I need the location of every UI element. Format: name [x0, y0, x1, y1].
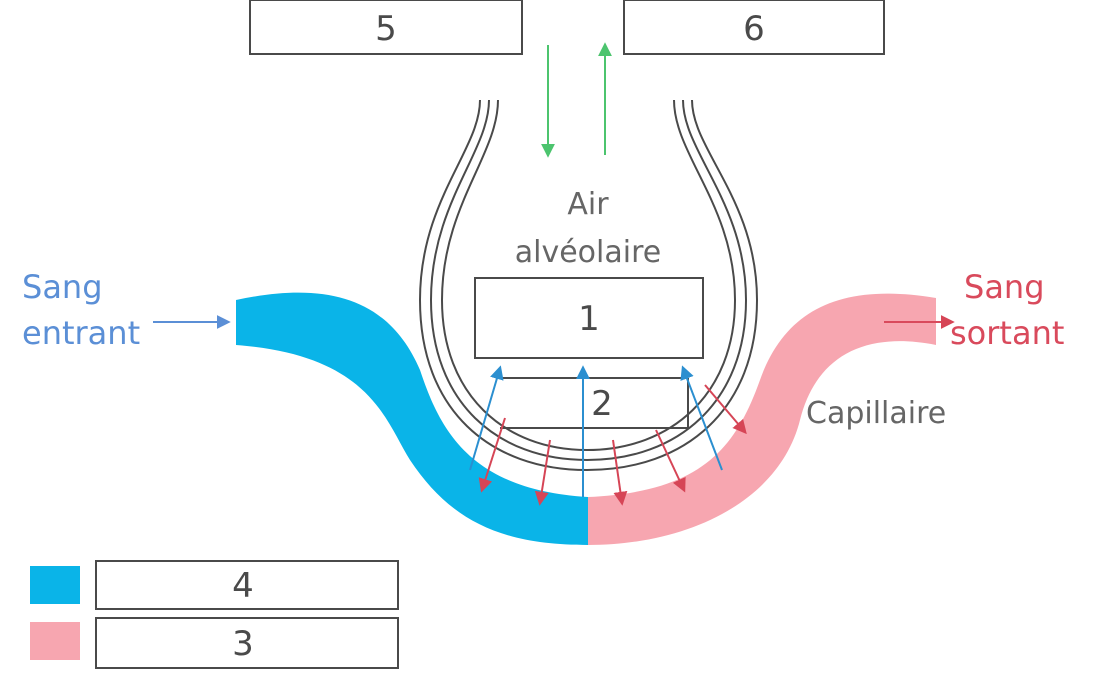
capillaire-label: Capillaire [806, 396, 946, 431]
sang-sortant-line1: Sang [964, 268, 1045, 306]
blue-arrows [469, 365, 723, 497]
box-6: 6 [623, 0, 885, 55]
alveolus-wall [418, 99, 759, 472]
red-arrow-2 [534, 439, 551, 506]
capillary-deoxygenated-segment [236, 292, 588, 545]
legend: 4 3 [30, 560, 399, 669]
red-arrow-1 [478, 417, 506, 493]
red-arrow-3 [612, 439, 628, 506]
box-1-label: 1 [578, 299, 600, 339]
box-2-label: 2 [591, 384, 613, 424]
box-2: 2 [500, 377, 689, 429]
blue-arrow-right [680, 365, 723, 471]
air-label-line1: Air [567, 187, 609, 222]
legend-swatch-blue [30, 566, 80, 604]
air-label-line2: alvéolaire [515, 235, 661, 270]
sang-entrant-line1: Sang [22, 268, 103, 306]
red-arrows [478, 384, 747, 506]
box-4-label: 4 [232, 566, 254, 606]
box-3-label: 3 [232, 624, 254, 664]
sang-entrant-line2: entrant [22, 314, 140, 352]
sang-sortant-line2: sortant [950, 314, 1064, 352]
red-arrow-4 [655, 429, 686, 493]
box-1: 1 [474, 277, 704, 359]
red-arrow-5 [704, 384, 747, 435]
box-5-label: 5 [375, 9, 397, 49]
box-6-label: 6 [743, 9, 765, 49]
box-5: 5 [249, 0, 523, 55]
legend-swatch-pink [30, 622, 80, 660]
blue-arrow-left [469, 365, 504, 471]
